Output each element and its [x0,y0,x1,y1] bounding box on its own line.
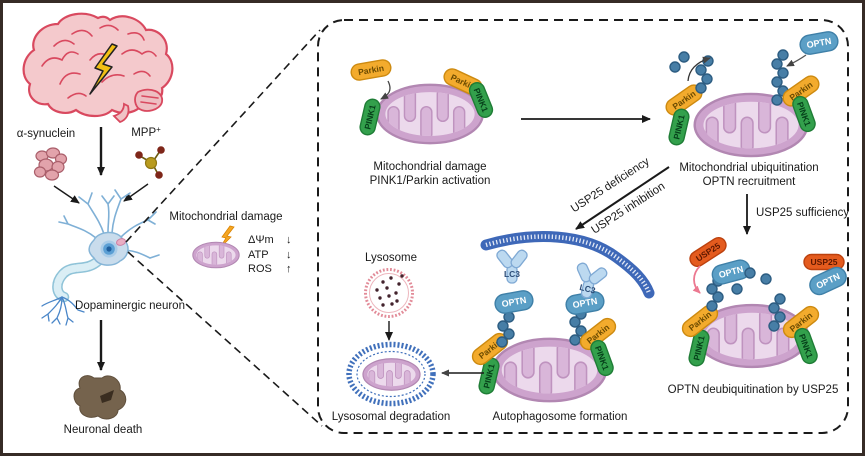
ubiquitin-chain [771,49,789,106]
mpp-label: MPP+ [131,125,161,139]
lc3-tag: LC3 [576,262,608,299]
optn-tag: OPTN [799,31,839,55]
svg-text:OPTN: OPTN [501,295,527,309]
step3-caption: OPTN deubiquitination by USP25 [668,384,839,396]
mito-damage-label: Mitochondrial damage [169,211,282,223]
lysosomal-degradation-caption: Lysosomal degradation [332,411,450,423]
pink1-tag: PINK1 [468,82,494,118]
callout-line-top [125,29,321,243]
arrow-asyn-to-neuron [53,185,80,204]
pink1-tag: PINK1 [792,95,816,133]
deubiquitination-arrow [692,265,701,294]
ubiquitin-chain [768,293,786,332]
brain-illustration [22,12,174,124]
parkin-tag: Parkin [782,75,820,107]
dopaminergic-neuron-label: Dopaminergic neuron [75,300,185,312]
magnified-mitochondrion-dot [116,238,126,246]
step2-caption-line1: Mitochondrial ubiquitination [679,162,818,174]
mpp-molecule-icon [135,146,165,179]
ubiquitination-arrow [687,56,711,82]
step2-caption-line2: OPTN recruitment [703,176,796,188]
parkin-recruitment-arrow [380,80,391,100]
parkin-tag: Parkin [665,84,703,116]
damaged-mito-icon [193,242,239,268]
arrow-usp25-deficiency [575,166,670,230]
optn-recruitment-arrow [786,54,807,67]
svg-text:OPTN: OPTN [806,36,832,50]
svg-text:Parkin: Parkin [357,63,384,77]
pink1-tag: PINK1 [794,327,818,365]
mito-step1 [377,85,483,143]
svg-text:USP25: USP25 [811,257,838,267]
lysosome-label: Lysosome [365,252,417,264]
pink1-tag: PINK1 [590,339,614,377]
autophagosome-caption: Autophagosome formation [493,411,628,423]
metric-atp: ATP [248,249,269,261]
usp25-tag: USP25 [803,253,845,271]
pink1-tag: PINK1 [478,357,500,395]
cerebellum [134,88,163,112]
metric-ros: ROS [248,263,272,275]
ubiquitin-chain [496,311,515,348]
metric-ros-arrow: ↑ [286,263,292,275]
myelin-segments [53,257,102,301]
metric-atp-arrow: ↓ [286,249,292,261]
svg-text:LC3: LC3 [504,269,520,279]
pink1-tag: PINK1 [688,329,710,367]
step1-caption-line1: Mitochondrial damage [373,161,486,173]
metric-dpsi-arrow: ↓ [286,234,292,246]
brainstem [112,102,130,124]
pink1-tag: PINK1 [668,108,690,146]
membrane-bilayer-texture [485,234,652,294]
lysosome-icon [364,268,414,318]
parkin-tag: Parkin [350,59,392,81]
step1-caption-line2: PINK1/Parkin activation [370,175,491,187]
lightning-bolt-icon [89,43,118,95]
neuronal-death-icon [73,375,127,420]
callout-line-bottom [127,251,323,427]
neuronal-death-label: Neuronal death [64,424,143,436]
mito-degrading [363,359,420,390]
free-ubiquitin [731,267,772,295]
lc3-tag: LC3 [496,249,528,284]
usp25-sufficiency-label: USP25 sufficiency [756,207,849,219]
alpha-synuclein-icon [33,147,68,181]
optn-tag: OPTN [494,290,534,314]
pink1-tag: PINK1 [359,98,381,136]
metric-dpsi: ΔΨm [248,234,274,246]
arrow-mpp-to-neuron [123,183,149,202]
svg-text:LC3: LC3 [579,282,597,296]
optn-tag: OPTN [809,266,847,296]
alpha-synuclein-label: α-synuclein [17,128,75,140]
pathway-dashed-box [317,19,849,434]
optn-tag: OPTN [711,259,751,285]
dopaminergic-neuron-illustration [41,189,160,326]
svg-text:OPTN: OPTN [572,296,598,310]
